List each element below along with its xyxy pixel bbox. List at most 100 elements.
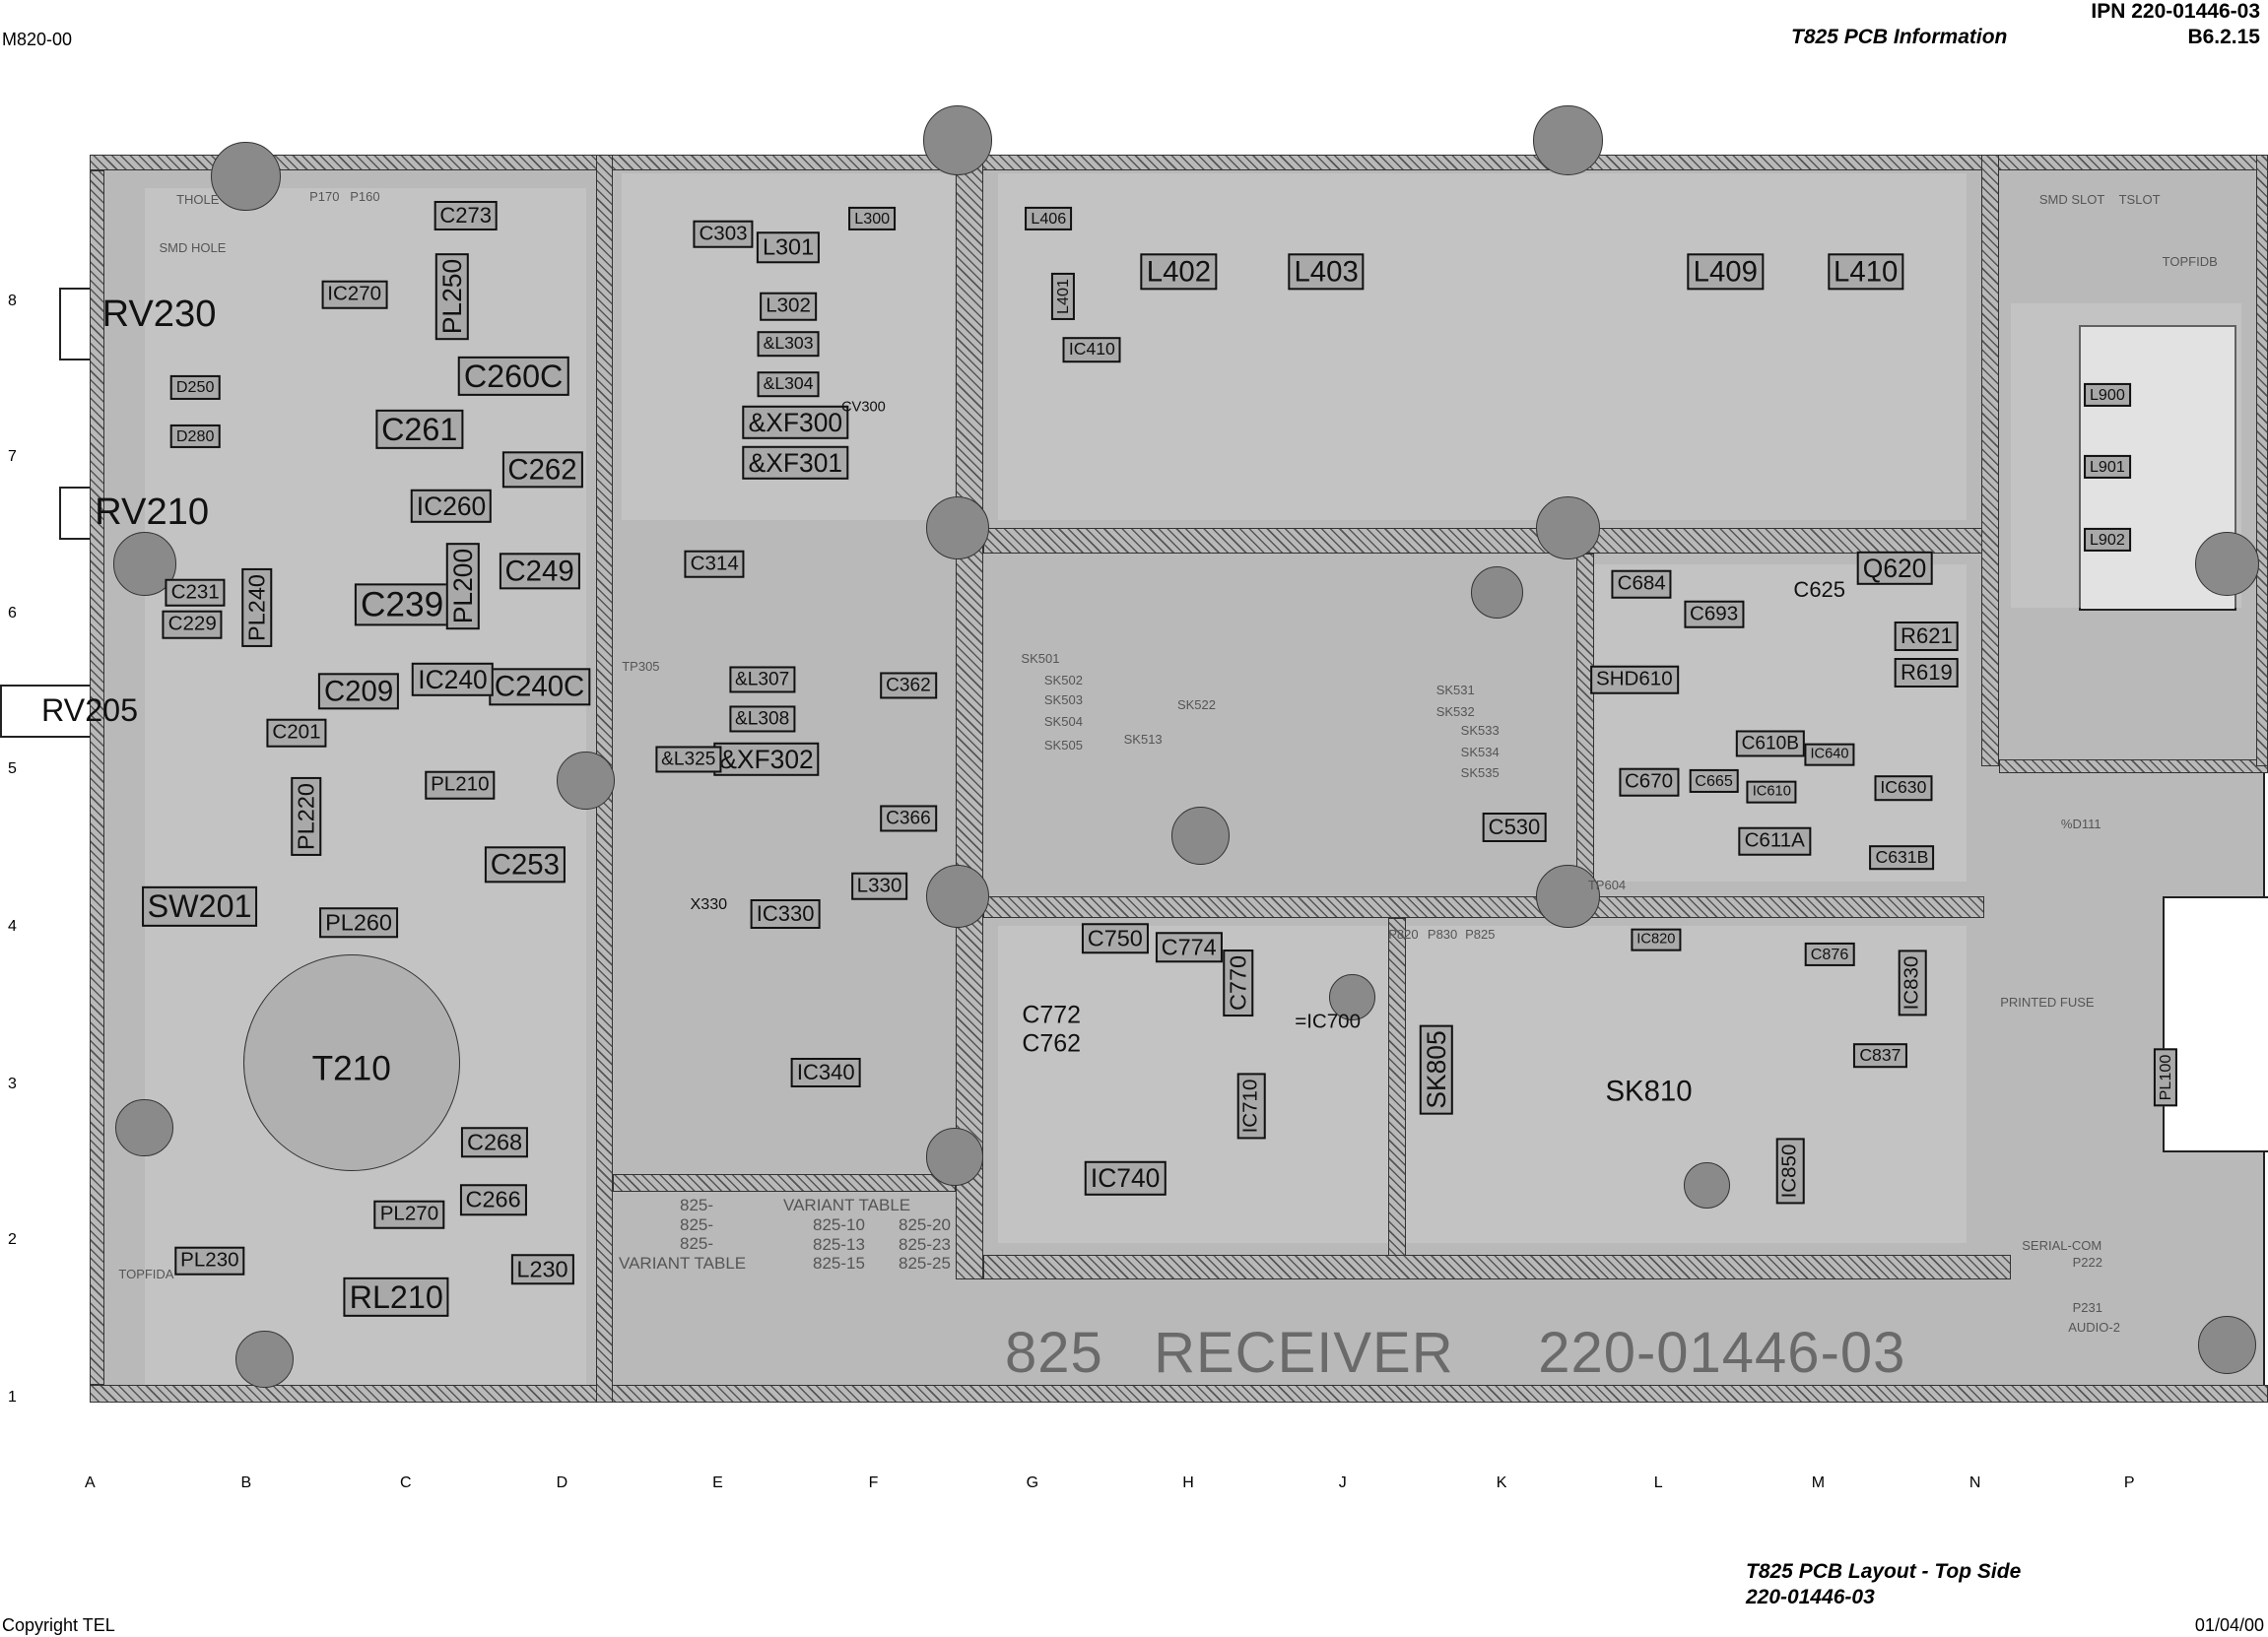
component-c231: C231 (165, 578, 226, 608)
board-label-sk513: SK513 (1123, 731, 1163, 747)
grid-column-label: L (1653, 1474, 1663, 1492)
component-c201: C201 (266, 718, 327, 748)
variant-entry: 825- (680, 1196, 714, 1214)
variant-entry: 825-20 (899, 1215, 951, 1234)
section-title: T825 PCB Information (1791, 26, 2008, 48)
mounting-hole (2198, 1315, 2257, 1374)
grid-row-label: 3 (8, 1076, 17, 1093)
component-l402: L402 (1140, 253, 1218, 291)
component-l230: L230 (510, 1254, 574, 1285)
mounting-hole (115, 1098, 174, 1157)
component-xf302: &XF302 (713, 742, 820, 776)
component-pl250: PL250 (435, 252, 470, 341)
component-c610b: C610B (1735, 730, 1805, 757)
component-l403: L403 (1288, 253, 1365, 291)
component-rv230: RV230 (101, 292, 217, 335)
board-label-tp604: TP604 (1587, 878, 1627, 893)
variant-entry: 825-23 (899, 1234, 951, 1254)
component-l410: L410 (1828, 253, 1904, 291)
shield-wall (1998, 758, 2268, 774)
copyright: Copyright TEL (2, 1615, 115, 1635)
board-silkscreen-title: 825 RECEIVER 220-01446-03 (1005, 1321, 1906, 1385)
section-number: B6.2.15 (2187, 26, 2260, 48)
component-ic640: IC640 (1804, 743, 1855, 766)
component-d280: D280 (169, 425, 221, 449)
component-d250: D250 (169, 375, 221, 400)
board-label-d111: %D111 (2060, 817, 2101, 832)
component-cv300: CV300 (840, 399, 886, 416)
variant-table-right-col2: 825-20 825-23 825-25 (899, 1215, 951, 1274)
component-l304: &L304 (757, 371, 820, 398)
grid-column-label: B (240, 1474, 252, 1492)
ipn-number: IPN 220-01446-03 (2091, 0, 2260, 23)
component-pl210: PL210 (425, 770, 496, 800)
board-label-sk532: SK532 (1435, 703, 1475, 719)
component-l303: &L303 (757, 331, 820, 358)
board-label-sk531: SK531 (1435, 682, 1475, 697)
component-c530: C530 (1482, 812, 1547, 842)
board-label-sk504: SK504 (1043, 714, 1083, 730)
mounting-hole (1171, 807, 1230, 865)
mounting-hole (1536, 864, 1600, 929)
board-label-tp305: TP305 (622, 659, 660, 675)
component-ic260: IC260 (410, 489, 493, 524)
board-label-sk534: SK534 (1460, 745, 1500, 760)
board-label-sk522: SK522 (1176, 696, 1216, 712)
component-c366: C366 (880, 805, 937, 832)
connector-notch-rv230 (59, 288, 93, 360)
mounting-hole (1683, 1162, 1730, 1210)
component-rv210: RV210 (95, 490, 210, 533)
mounting-hole (235, 1330, 294, 1389)
copper-area (997, 173, 1968, 521)
component-l308: &L308 (729, 705, 796, 733)
component-sk805: SK805 (1419, 1024, 1453, 1115)
component-ic710: IC710 (1236, 1073, 1266, 1140)
date: 01/04/00 (2194, 1615, 2264, 1635)
variant-table-left: 825- 825- 825- VARIANT TABLE (619, 1196, 746, 1273)
component-pl230: PL230 (174, 1246, 245, 1276)
board-label-topfida: TOPFIDA (118, 1266, 174, 1281)
component-c240c: C240C (488, 668, 591, 705)
board-label-sk533: SK533 (1460, 723, 1500, 738)
grid-row-label: 4 (8, 918, 17, 936)
board-label-printedfuse: PRINTED FUSE (2000, 994, 2095, 1010)
mounting-hole (925, 495, 990, 560)
component-c362: C362 (880, 672, 937, 699)
component-c266: C266 (459, 1184, 527, 1216)
component-l406: L406 (1025, 206, 1073, 230)
component-r621: R621 (1895, 621, 1959, 651)
board-label-p222: P222 (2072, 1255, 2103, 1271)
component-l901: L901 (2083, 455, 2131, 480)
component-c770: C770 (1222, 949, 1254, 1017)
figure-caption-title: T825 PCB Layout - Top Side (1746, 1560, 2022, 1583)
copper-area (997, 925, 1968, 1244)
board-label-p231: P231 (2072, 1299, 2103, 1315)
component-ic740: IC740 (1084, 1161, 1167, 1196)
board-label-thole: THOLE (176, 192, 220, 208)
mounting-hole (922, 105, 993, 175)
board-label-p160: P160 (350, 189, 380, 205)
component-c253: C253 (484, 846, 566, 884)
shield-wall (2256, 155, 2268, 767)
component-l409: L409 (1687, 253, 1764, 291)
component-pl200: PL200 (445, 542, 480, 629)
component-c314: C314 (684, 550, 745, 578)
shield-wall (956, 155, 984, 1280)
doc-code: M820-00 (2, 30, 73, 49)
component-l307: &L307 (729, 666, 796, 693)
variant-entry: 825- (680, 1234, 714, 1254)
grid-column-label: G (1026, 1474, 1039, 1492)
board-label-topfidb: TOPFIDB (2162, 254, 2218, 270)
component-pl100: PL100 (2153, 1048, 2177, 1106)
shield-wall (983, 1255, 2011, 1280)
variant-entry: 825-13 (813, 1234, 865, 1254)
grid-row-label: 8 (8, 292, 17, 309)
board-label-p830: P830 (1427, 926, 1458, 942)
component-l302: L302 (760, 292, 817, 321)
component-q620: Q620 (1856, 551, 1933, 586)
shield-wall (983, 896, 1985, 919)
variant-table-title: VARIANT TABLE (619, 1253, 747, 1273)
mounting-hole (925, 864, 990, 929)
mounting-hole (211, 141, 281, 212)
component-xf301: &XF301 (742, 445, 849, 480)
